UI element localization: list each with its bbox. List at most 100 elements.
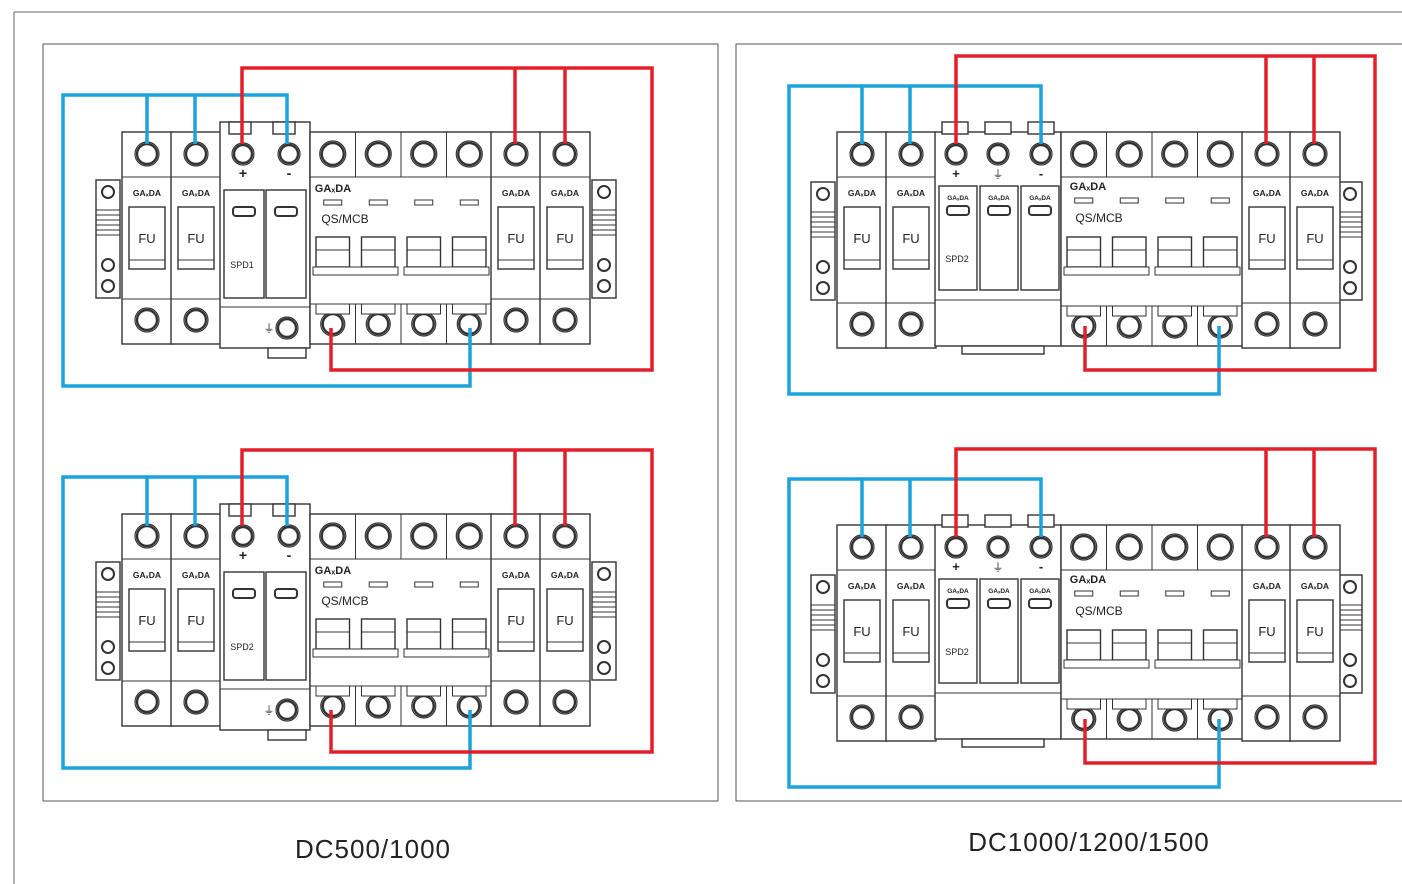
fuse-4-top-terminal xyxy=(553,524,577,548)
mcb-top-terminal-2 xyxy=(1162,534,1187,560)
clip-screw-icon xyxy=(101,279,115,293)
fuse-2-label: FU xyxy=(902,624,919,639)
spd-plus-label: + xyxy=(952,559,960,574)
fuse-2-top-terminal xyxy=(184,142,208,166)
mcb-breaker xyxy=(309,513,493,727)
mcb-bottom-terminal-2 xyxy=(1163,314,1186,338)
spd-minus-label: - xyxy=(287,165,292,181)
fuse-4-label: FU xyxy=(1306,624,1323,639)
mcb-indicator xyxy=(1210,197,1230,204)
mcb-top-terminal-2 xyxy=(411,141,436,167)
spd-ground-terminal xyxy=(276,317,298,339)
mcb-bottom-terminal-1 xyxy=(1118,314,1141,338)
mcb-indicator xyxy=(1165,590,1185,597)
negative-wire-loop xyxy=(61,93,472,388)
positive-wire-loop xyxy=(240,448,654,754)
clip-screw-icon xyxy=(816,281,830,295)
spd-plus-label: + xyxy=(239,165,247,181)
mcb-breaker xyxy=(1060,524,1244,740)
din-clip xyxy=(1337,181,1363,301)
mcb-indicator xyxy=(459,199,479,206)
fuse-4-label: FU xyxy=(556,231,573,246)
mcb-indicator xyxy=(1074,590,1094,597)
mcb-indicator xyxy=(1210,590,1230,597)
fuse-1-brand: GAₓDA xyxy=(848,581,876,591)
spd-window xyxy=(232,588,256,599)
fuse-2-label: FU xyxy=(187,613,204,628)
spd-plus-terminal xyxy=(945,536,967,558)
spd-ground-terminal xyxy=(276,699,298,721)
mcb-toggle-2 xyxy=(1157,236,1193,268)
mcb-bottom-terminal-1 xyxy=(1118,707,1141,731)
fuse-2-brand: GAₓDA xyxy=(897,188,925,198)
mcb-toggle-0 xyxy=(1066,236,1102,268)
spd-minus-terminal xyxy=(278,143,300,165)
clip-screw-icon xyxy=(597,661,611,675)
fuse-1-bottom-terminal xyxy=(135,308,159,332)
clip-screw-icon xyxy=(101,258,115,272)
mcb-label: QS/MCB xyxy=(1075,604,1122,618)
spd-cartridge-1 xyxy=(979,185,1019,291)
din-clip xyxy=(95,179,121,299)
fuse-2-brand: GAₓDA xyxy=(182,570,210,580)
clip-screw-icon xyxy=(1343,653,1357,667)
clip-screw-icon xyxy=(101,640,115,654)
panel-dc500-2: GAₓDAFUGAₓDAFU+-GAₓDAGAₓDASPD2⏚GAₓDAQS/M… xyxy=(61,448,654,770)
ground-icon: ⏚ xyxy=(993,561,1004,574)
fuse-4-top-terminal xyxy=(553,142,577,166)
fuse-1-top-terminal xyxy=(850,142,874,166)
panel-group: GAₓDAFUGAₓDAFU+-GAₓDAGAₓDASPD1⏚GAₓDAQS/M… xyxy=(61,54,1377,789)
fuse-1-bottom-terminal xyxy=(850,705,874,729)
mcb-label: QS/MCB xyxy=(1075,211,1122,225)
spd-bottom-tab xyxy=(267,347,307,359)
spd-top-tab xyxy=(272,503,296,517)
fuse-2-top-terminal xyxy=(184,524,208,548)
mcb-indicator xyxy=(414,199,434,206)
fuse-3-top-terminal xyxy=(1255,142,1279,166)
spd-window xyxy=(1028,205,1052,216)
spd-window xyxy=(274,588,298,599)
mcb-indicator xyxy=(1119,197,1139,204)
mcb-indicator xyxy=(1119,590,1139,597)
fuse-3-label: FU xyxy=(507,231,524,246)
mcb-toggle-3 xyxy=(451,618,487,650)
spd-minus-terminal xyxy=(1030,536,1052,558)
mcb-bottom-terminal-2 xyxy=(412,694,435,718)
spd-cartridge-2 xyxy=(1020,185,1060,291)
spd-brand: GAₓDA xyxy=(988,588,1010,595)
fuse-4-bottom-terminal xyxy=(553,690,577,714)
fuse-3-cartridge xyxy=(497,588,535,652)
clip-screw-icon xyxy=(101,185,115,199)
fuse-3-cartridge xyxy=(1248,206,1286,270)
left-diagram-frame xyxy=(42,43,719,802)
clip-screw-icon xyxy=(597,258,611,272)
mcb-top-terminal-1 xyxy=(366,523,391,549)
ground-icon: ⏚ xyxy=(264,322,275,335)
fuse-2-cartridge xyxy=(892,206,930,270)
fuse-3-cartridge xyxy=(1248,599,1286,663)
clip-screw-icon xyxy=(597,185,611,199)
fuse-1-brand: GAₓDA xyxy=(133,570,161,580)
mcb-indicator xyxy=(414,581,434,588)
fuse-1-bottom-terminal xyxy=(850,312,874,336)
spd-minus-terminal xyxy=(1030,143,1052,165)
fuse-1-label: FU xyxy=(138,231,155,246)
fuse-4-label: FU xyxy=(1306,231,1323,246)
spd-bottom-tab xyxy=(961,345,1045,355)
fuse-2-top-terminal xyxy=(899,142,923,166)
din-clip xyxy=(591,179,617,299)
fuse-2-brand: GAₓDA xyxy=(182,188,210,198)
spd-brand: GAₓDA xyxy=(988,195,1010,202)
